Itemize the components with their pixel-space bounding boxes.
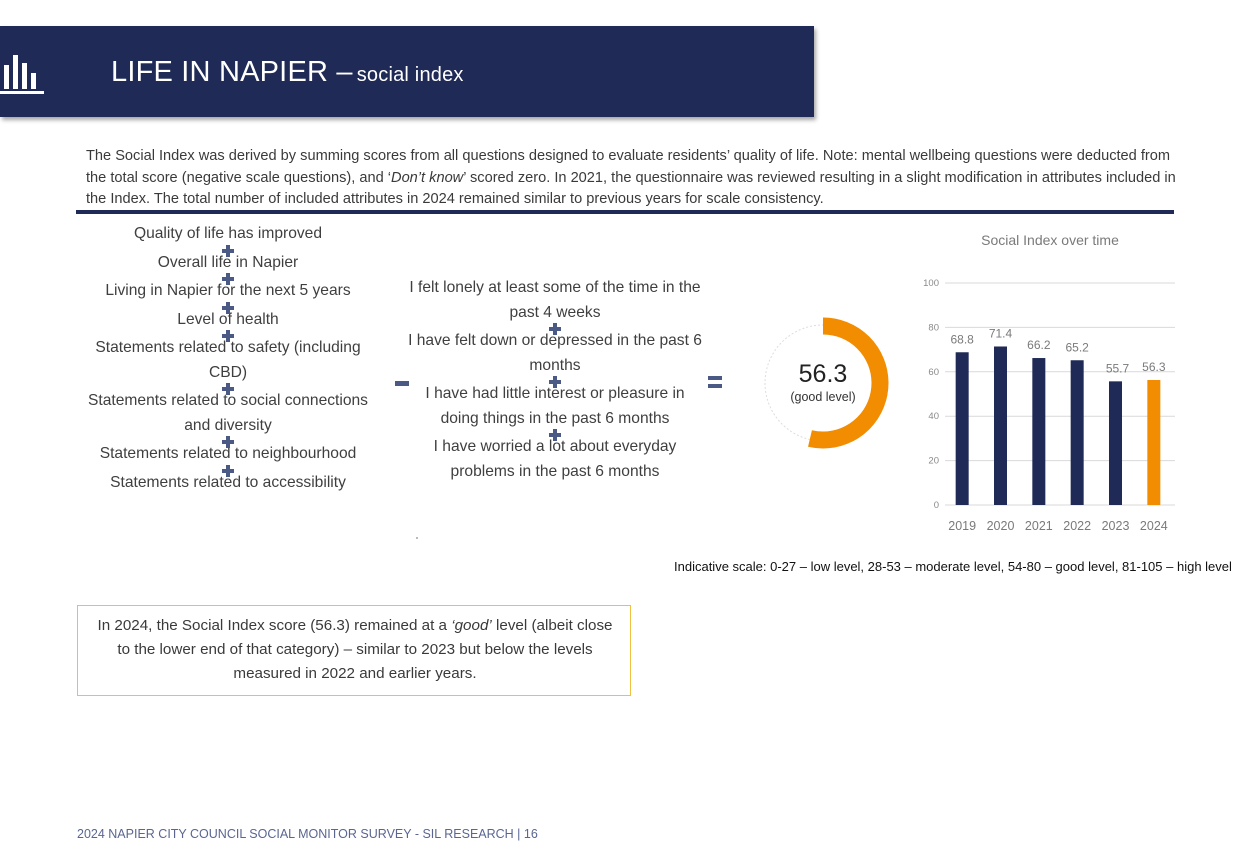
- bar: [1147, 380, 1161, 505]
- data-label: 66.2: [1027, 338, 1051, 352]
- y-tick-label: 80: [928, 322, 939, 333]
- list-item: Statements related to accessibility: [110, 473, 346, 491]
- y-tick-label: 20: [928, 456, 939, 467]
- page-title-main: LIFE IN NAPIER –: [111, 56, 353, 88]
- data-label: 55.7: [1106, 361, 1130, 375]
- list-item: I felt lonely at least some of the time …: [409, 279, 701, 321]
- list-item: I have felt down or depressed in the pas…: [408, 332, 702, 374]
- list-item: Living in Napier for the next 5 years: [105, 282, 351, 299]
- plus-icon: [222, 273, 234, 285]
- bar: [955, 352, 969, 505]
- data-label: 65.2: [1065, 340, 1089, 354]
- bar: [1109, 381, 1122, 505]
- summary-good: ‘good’: [451, 617, 492, 634]
- plus-icon: [222, 330, 234, 342]
- list-item: Quality of life has improved: [133, 225, 323, 242]
- donut-arc: [757, 317, 889, 449]
- chart-title: Social Index over time: [981, 232, 1119, 248]
- score-donut: 56.3 (good level): [757, 317, 889, 449]
- positive-items-list: Quality of life has improved Overall lif…: [80, 222, 376, 495]
- intro-text-2: ’ scored zero. In 2021, the questionnair…: [86, 169, 1176, 208]
- plus-icon: [222, 301, 234, 314]
- list-item: Overall life in Napier: [157, 253, 299, 271]
- x-tick-label: 2021: [1025, 519, 1053, 533]
- equals-icon: [708, 376, 722, 388]
- bar-chart-icon: [0, 55, 44, 94]
- y-tick-label: 40: [928, 411, 939, 422]
- minus-icon: [395, 381, 409, 386]
- data-label: 71.4: [989, 326, 1013, 340]
- indicative-scale-note: Indicative scale: 0-27 – low level, 28-5…: [674, 559, 1232, 574]
- score-level: (good level): [790, 390, 855, 404]
- score-value: 56.3: [799, 360, 848, 388]
- plus-icon: [549, 429, 561, 441]
- y-tick-label: 0: [934, 500, 939, 511]
- plus-icon: [222, 244, 234, 257]
- x-tick-label: 2020: [987, 519, 1015, 533]
- y-tick-label: 100: [923, 278, 939, 289]
- page-title: LIFE IN NAPIER –social index: [111, 56, 464, 89]
- summary-text-2: level (albeit close to the lower end of …: [117, 617, 613, 682]
- plus-icon: [222, 436, 234, 448]
- data-label: 68.8: [950, 332, 974, 346]
- intro-text-1: The Social Index was derived by summing …: [86, 148, 1171, 186]
- summary-text: In 2024, the Social Index score (56.3) r…: [90, 614, 620, 686]
- x-tick-label: 2023: [1102, 519, 1130, 533]
- plus-icon: [549, 376, 561, 388]
- bar-chart: 0 20 40 60 80 100 68.8 2019 71.4 2020 66.2 2021 65.2…: [923, 278, 1175, 533]
- intro-paragraph: The Social Index was derived by summing …: [86, 146, 1176, 211]
- bar: [1032, 358, 1046, 505]
- plus-icon: [549, 323, 561, 335]
- list-item: Statements related to neighbourhood: [99, 445, 357, 462]
- plus-icon: [222, 464, 234, 477]
- x-tick-label: 2022: [1063, 519, 1091, 533]
- divider: [76, 210, 1174, 214]
- summary-text-1: In 2024, the Social Index score (56.3) r…: [97, 617, 452, 634]
- x-tick-label: 2024: [1140, 519, 1168, 533]
- bar: [994, 346, 1007, 505]
- page-footer: 2024 NAPIER CITY COUNCIL SOCIAL MONITOR …: [77, 827, 538, 841]
- list-item: Statements related to safety (including …: [95, 339, 361, 381]
- plus-icon: [222, 383, 234, 395]
- list-item: I have worried a lot about everyday prob…: [433, 438, 677, 480]
- data-label: 56.3: [1142, 360, 1166, 374]
- negative-items-list: I felt lonely at least some of the time …: [405, 276, 705, 484]
- intro-dont-know: Don’t know: [391, 169, 464, 186]
- list-item: I have had little interest or pleasure i…: [425, 385, 685, 427]
- x-tick-label: 2019: [948, 519, 976, 533]
- list-item: Level of health: [177, 310, 279, 328]
- page-title-sub: social index: [356, 64, 464, 86]
- header-banner: LIFE IN NAPIER –social index: [0, 26, 814, 117]
- bar: [1070, 360, 1084, 505]
- y-tick-label: 60: [928, 367, 939, 378]
- stray-dot: [416, 537, 418, 539]
- summary-callout: In 2024, the Social Index score (56.3) r…: [77, 605, 631, 696]
- list-item: Statements related to social connections…: [88, 392, 368, 434]
